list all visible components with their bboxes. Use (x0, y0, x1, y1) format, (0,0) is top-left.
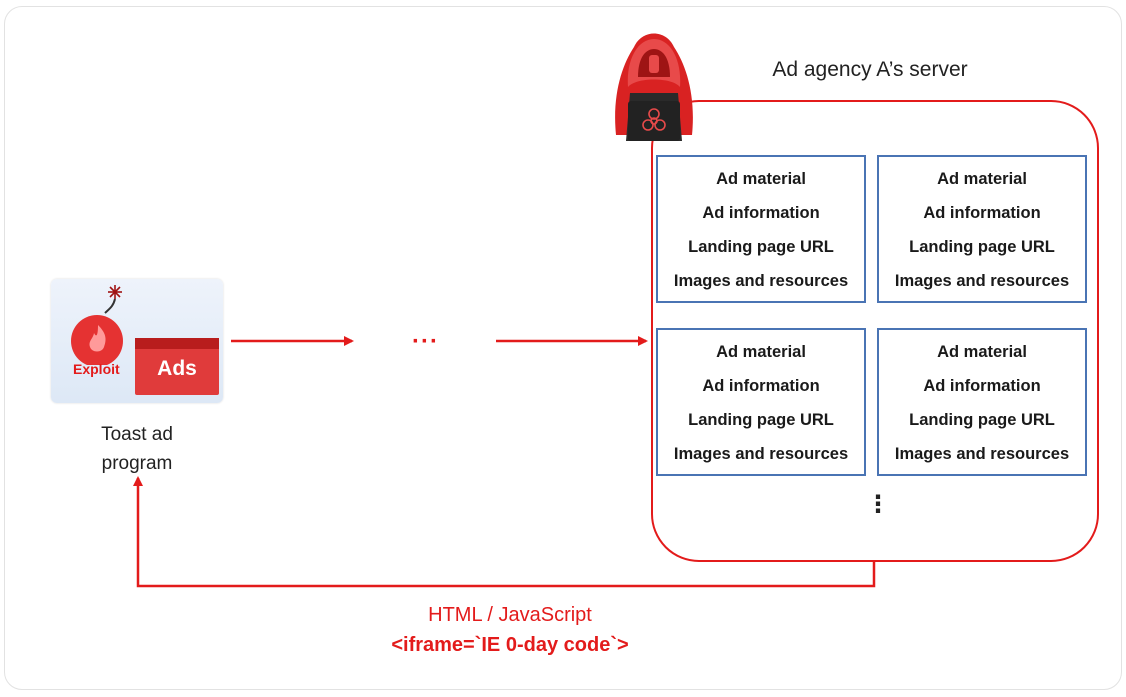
hooded-hacker-icon (615, 33, 693, 141)
card-line: Ad information (923, 377, 1041, 395)
more-cards-indicator: ⋮ (866, 491, 890, 518)
card-line: Landing page URL (909, 238, 1055, 256)
card-line: Ad information (702, 204, 820, 222)
card-line: Landing page URL (688, 411, 834, 429)
toast-ad-program-icon: Exploit Ads (51, 279, 223, 403)
card-line: Images and resources (673, 445, 849, 463)
card-line: Images and resources (894, 445, 1070, 463)
card-line: Landing page URL (688, 238, 834, 256)
card-line: Ad material (716, 343, 806, 361)
response-iframe-code: <iframe=`IE 0-day code`> (391, 634, 629, 656)
response-format: HTML / JavaScript (428, 604, 592, 626)
ad-resource-card: Ad material Ad information Landing page … (656, 328, 866, 476)
card-line: Ad material (716, 170, 806, 188)
card-line: Ad material (937, 343, 1027, 361)
response-payload-text: HTML / JavaScript <iframe=`IE 0-day code… (300, 600, 720, 660)
ad-resource-card: Ad material Ad information Landing page … (656, 155, 866, 303)
ads-window-titlebar (135, 338, 219, 349)
ads-window: Ads (135, 338, 219, 395)
program-name: Toast ad program (101, 424, 173, 474)
card-line: Ad information (702, 377, 820, 395)
ads-label: Ads (157, 357, 197, 380)
diagram-frame (4, 6, 1122, 690)
card-line: Images and resources (673, 272, 849, 290)
card-line: Landing page URL (909, 411, 1055, 429)
ad-resource-card: Ad material Ad information Landing page … (877, 328, 1087, 476)
server-title: Ad agency A’s server (772, 58, 968, 81)
server-box (651, 100, 1099, 562)
biohazard-icon (642, 108, 666, 131)
card-line: Ad information (923, 204, 1041, 222)
card-line: Images and resources (894, 272, 1070, 290)
exploit-label: Exploit (73, 361, 120, 377)
arrow-server-to-program (133, 476, 876, 588)
card-line: Ad material (937, 170, 1027, 188)
ad-resource-card: Ad material Ad information Landing page … (877, 155, 1087, 303)
bomb-icon (71, 285, 123, 365)
intermediate-steps-ellipsis: ··· (412, 328, 439, 355)
